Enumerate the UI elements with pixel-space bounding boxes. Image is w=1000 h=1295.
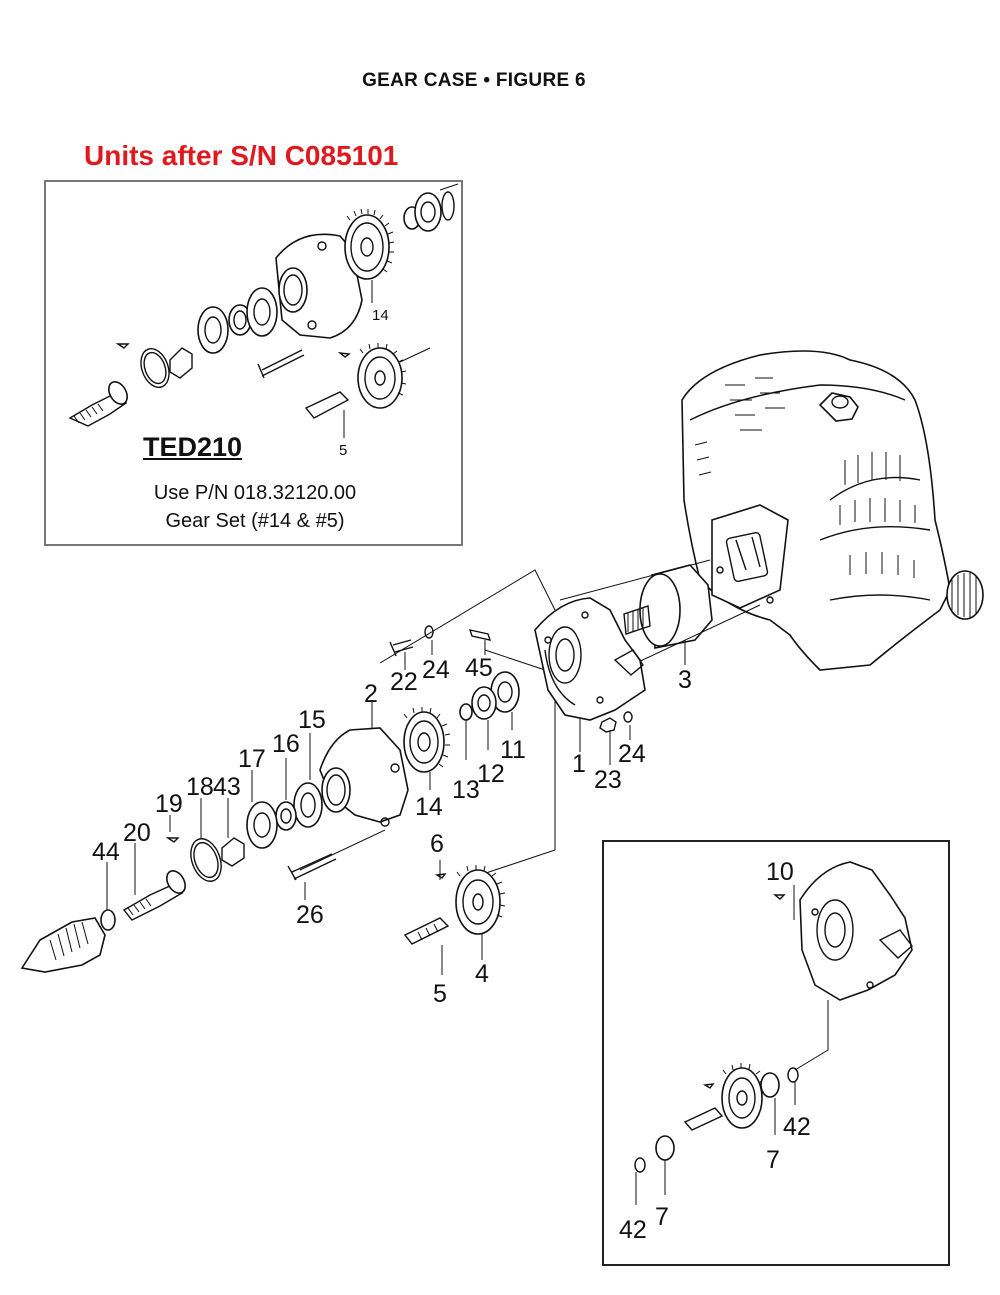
gear-14 bbox=[403, 707, 451, 790]
callout-19: 19 bbox=[155, 790, 183, 818]
serial-number-heading: Units after S/N C085101 bbox=[84, 140, 399, 171]
figure-title: GEAR CASE • FIGURE 6 bbox=[362, 70, 586, 91]
inset-shaft-20 bbox=[68, 381, 128, 427]
callout-42-left: 42 bbox=[619, 1216, 647, 1244]
callout-12: 12 bbox=[477, 760, 505, 788]
bottom-inset-callouts: 10 42 7 7 42 bbox=[619, 858, 811, 1244]
inset-gear-case-cover bbox=[275, 233, 363, 339]
callout-42-right: 42 bbox=[783, 1113, 811, 1141]
top-inset-art: 14 5 bbox=[68, 183, 459, 459]
callout-18: 18 bbox=[186, 773, 214, 801]
engine-housing bbox=[681, 350, 984, 671]
callout-5: 5 bbox=[433, 980, 447, 1008]
callout-2: 2 bbox=[364, 680, 378, 708]
inset-bearings bbox=[197, 287, 278, 354]
callout-24-top: 24 bbox=[422, 656, 450, 684]
fasteners bbox=[389, 625, 633, 765]
callout-16: 16 bbox=[272, 730, 300, 758]
gear-case-1 bbox=[534, 597, 646, 752]
callout-10: 10 bbox=[766, 858, 794, 886]
callout-7-left: 7 bbox=[655, 1203, 669, 1231]
main-callouts: 1 2 3 4 5 6 11 12 13 14 15 16 17 18 19 2… bbox=[92, 654, 692, 1008]
callout-3: 3 bbox=[678, 666, 692, 694]
gear-case-cover-2 bbox=[319, 700, 409, 827]
bearings-15-16-17 bbox=[246, 733, 323, 849]
drill-chuck-44 bbox=[20, 862, 116, 973]
callout-43: 43 bbox=[213, 773, 241, 801]
callout-45: 45 bbox=[465, 654, 493, 682]
clutch-drum-3 bbox=[623, 564, 713, 665]
model-label: TED210 bbox=[143, 432, 243, 462]
gear-set-note: Gear Set (#14 & #5) bbox=[165, 510, 345, 532]
callout-44: 44 bbox=[92, 838, 120, 866]
callout-22: 22 bbox=[390, 668, 418, 696]
inset-gear-5 bbox=[304, 343, 407, 419]
part-number-note: Use P/N 018.32120.00 bbox=[153, 482, 357, 504]
inset-callout-14: 14 bbox=[372, 307, 389, 324]
callout-1: 1 bbox=[572, 750, 586, 778]
inset-callout-5: 5 bbox=[339, 442, 347, 459]
inset-gear-14 bbox=[344, 208, 395, 280]
shaft-20 bbox=[122, 843, 186, 921]
callout-26: 26 bbox=[296, 901, 324, 929]
bearings-11-12-13 bbox=[459, 671, 520, 760]
callout-6: 6 bbox=[430, 830, 444, 858]
callout-13: 13 bbox=[452, 776, 480, 804]
callout-23: 23 bbox=[594, 766, 622, 794]
engine-cooling-fins bbox=[694, 377, 916, 578]
callout-15: 15 bbox=[298, 706, 326, 734]
callout-24-right: 24 bbox=[618, 740, 646, 768]
callout-4: 4 bbox=[475, 960, 489, 988]
snap-ring-and-washer bbox=[165, 798, 245, 882]
gear-4-and-pinion-5 bbox=[403, 865, 506, 975]
bottom-inset-art bbox=[634, 861, 913, 1205]
callout-17: 17 bbox=[238, 745, 266, 773]
callout-14: 14 bbox=[415, 793, 443, 821]
callout-20: 20 bbox=[123, 819, 151, 847]
callout-11: 11 bbox=[500, 736, 526, 764]
callout-7-right: 7 bbox=[766, 1146, 780, 1174]
bolt-26 bbox=[287, 853, 337, 900]
